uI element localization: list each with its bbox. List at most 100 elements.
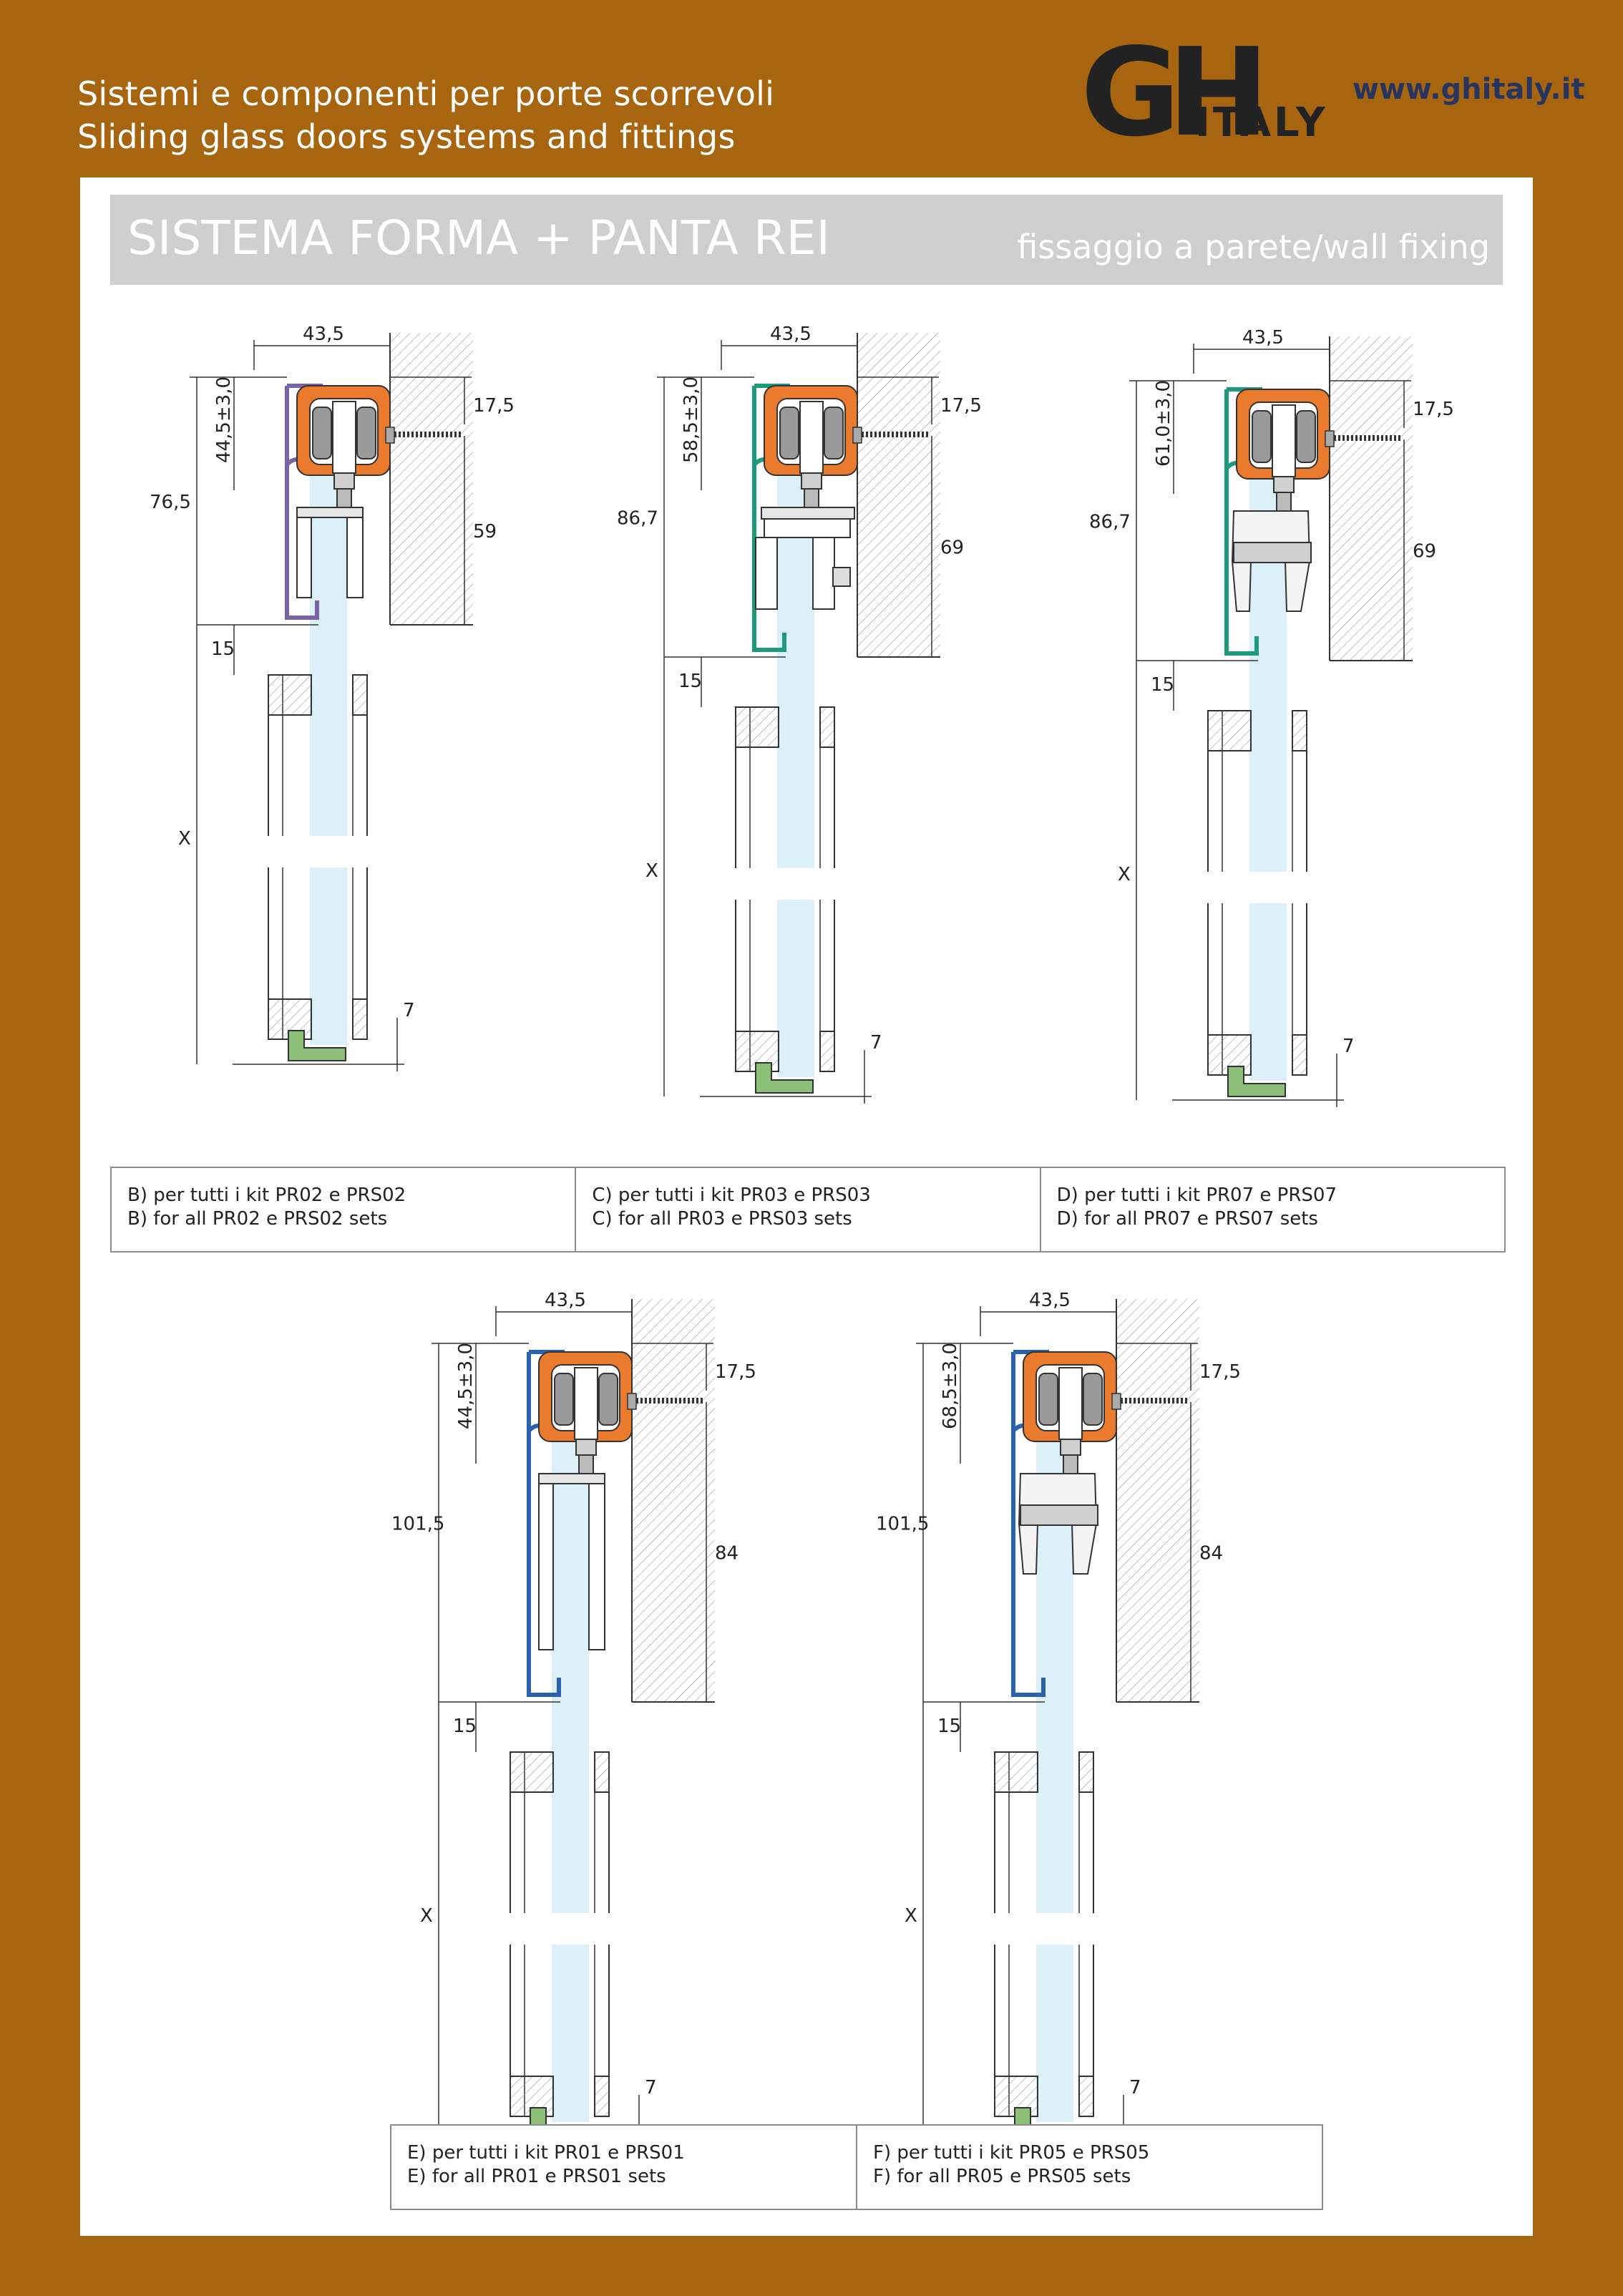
- threaded-rod: [578, 1454, 594, 1474]
- dim-gap-label: 15: [678, 671, 702, 692]
- caption-f-en: F) for all PR05 e PRS05 sets: [873, 2166, 1131, 2187]
- roller-wheel-right: [598, 1373, 618, 1426]
- door-bottom-profile-right: [1292, 1034, 1307, 1076]
- wall-hatch: [390, 333, 473, 625]
- dim-wall-label: 69: [940, 537, 964, 559]
- roller-axle-block: [332, 401, 356, 474]
- caption-d: D) per tutti i kit PR07 e PRS07 D) for a…: [1041, 1168, 1504, 1251]
- door-bottom-profile-right: [594, 2076, 610, 2117]
- roller-axle-block: [1272, 404, 1296, 477]
- threaded-rod: [804, 488, 819, 508]
- cover-profile: [285, 386, 319, 620]
- clip-screw: [1020, 1504, 1098, 1526]
- dim-inner-label: 44,5±3,0: [455, 1343, 477, 1429]
- dim-total-label: 101,5: [391, 1514, 444, 1535]
- dim-wall-label: 84: [1199, 1543, 1223, 1565]
- screw-head: [1325, 430, 1335, 447]
- screw-head: [1111, 1393, 1121, 1410]
- cover-profile: [1224, 389, 1259, 656]
- dim-gap-label: 15: [453, 1716, 477, 1737]
- dim-bottom-label: 7: [870, 1032, 882, 1054]
- dim-inner-label: 61,0±3,0: [1153, 380, 1174, 467]
- dim-x-label: X: [178, 828, 191, 850]
- door-top-profile: [1207, 710, 1252, 751]
- threaded-rod: [1063, 1454, 1078, 1474]
- clamp-plate: [296, 507, 364, 518]
- dim-width-label: 43,5: [1029, 1290, 1071, 1311]
- door-bottom-profile-right: [352, 998, 368, 1040]
- caption-c-it: C) per tutti i kit PR03 e PRS03: [592, 1185, 871, 1206]
- door-top-profile-right: [594, 1751, 610, 1793]
- gh-italy-logo: GH ITALY: [1081, 29, 1325, 143]
- door-top-profile: [994, 1751, 1038, 1793]
- roller-wheel-left: [1038, 1373, 1058, 1426]
- floor-guide: [755, 1062, 814, 1094]
- roller-wheel-right: [356, 407, 376, 459]
- dim-inner-label: 58,5±3,0: [681, 376, 702, 463]
- door-top-profile-right: [1292, 710, 1307, 751]
- dim-gap-label: 15: [937, 1716, 961, 1737]
- glass-panel-lower: [310, 867, 347, 1045]
- adjust-nut: [1273, 476, 1295, 493]
- header-title-it: Sistemi e componenti per porte scorrevol…: [77, 74, 775, 113]
- door-top-profile-right: [1078, 1751, 1094, 1793]
- caption-b-it: B) per tutti i kit PR02 e PRS02: [127, 1185, 406, 1206]
- clamp-jaw-left: [538, 1483, 554, 1650]
- roller-wheel-left: [312, 407, 332, 459]
- bracket-jaw-right: [812, 537, 835, 610]
- floor-guide: [288, 1030, 346, 1061]
- dim-wall-label: 69: [1413, 541, 1436, 563]
- cover-profile: [527, 1352, 561, 1697]
- roller-axle-block: [799, 401, 824, 474]
- dim-top-label: 17,5: [1413, 399, 1454, 420]
- glass-panel-upper: [310, 456, 347, 836]
- caption-c: C) per tutti i kit PR03 e PRS03 C) for a…: [576, 1168, 1041, 1251]
- adjust-nut: [1060, 1439, 1081, 1456]
- threaded-rod: [1276, 492, 1292, 512]
- captions-bottom: E) per tutti i kit PR01 e PRS01 E) for a…: [390, 2124, 1323, 2210]
- dim-top-label: 17,5: [940, 395, 982, 417]
- door-top-profile: [735, 706, 779, 748]
- dim-width-label: 43,5: [1242, 327, 1284, 349]
- caption-e-en: E) for all PR01 e PRS01 sets: [407, 2166, 666, 2187]
- caption-f: F) per tutti i kit PR05 e PRS05 F) for a…: [857, 2126, 1322, 2209]
- glass-panel-upper: [552, 1422, 589, 1913]
- wall-hatch: [857, 333, 940, 657]
- cover-profile: [752, 386, 786, 652]
- threaded-rod: [336, 488, 352, 508]
- screw-head: [627, 1393, 637, 1410]
- dim-x-label: X: [1118, 864, 1131, 885]
- clamp-plate: [538, 1473, 605, 1484]
- caption-d-it: D) per tutti i kit PR07 e PRS07: [1056, 1185, 1337, 1206]
- dim-gap-label: 15: [211, 638, 235, 660]
- dim-bottom-label: 7: [645, 2077, 657, 2098]
- cover-profile: [1011, 1352, 1046, 1697]
- dim-wall-label: 84: [715, 1543, 739, 1565]
- screw-head: [385, 427, 395, 444]
- roller-axle-block: [1058, 1367, 1083, 1440]
- bracket-plate: [761, 507, 855, 520]
- website-link[interactable]: www.ghitaly.it: [1352, 73, 1585, 106]
- dim-bottom-label: 7: [403, 1000, 415, 1021]
- glass-panel-lower: [552, 1945, 589, 2122]
- wall-hatch: [632, 1299, 715, 1702]
- adjust-nut: [333, 472, 355, 490]
- glass-panel-lower: [777, 900, 814, 1077]
- clamp-jaw-right: [588, 1483, 605, 1650]
- dim-x-label: X: [645, 860, 658, 882]
- dim-inner-label: 44,5±3,0: [213, 376, 235, 463]
- dim-x-label: X: [905, 1905, 917, 1927]
- adjust-nut: [575, 1439, 597, 1456]
- floor-guide: [1227, 1066, 1286, 1097]
- caption-e: E) per tutti i kit PR01 e PRS01 E) for a…: [391, 2126, 857, 2209]
- dim-top-label: 17,5: [715, 1361, 756, 1383]
- dim-inner-label: 68,5±3,0: [940, 1343, 961, 1429]
- dim-gap-label: 15: [1151, 674, 1174, 696]
- dim-top-label: 17,5: [473, 395, 515, 417]
- wall-hatch: [1330, 336, 1413, 661]
- dim-bottom-label: 7: [1129, 2077, 1141, 2098]
